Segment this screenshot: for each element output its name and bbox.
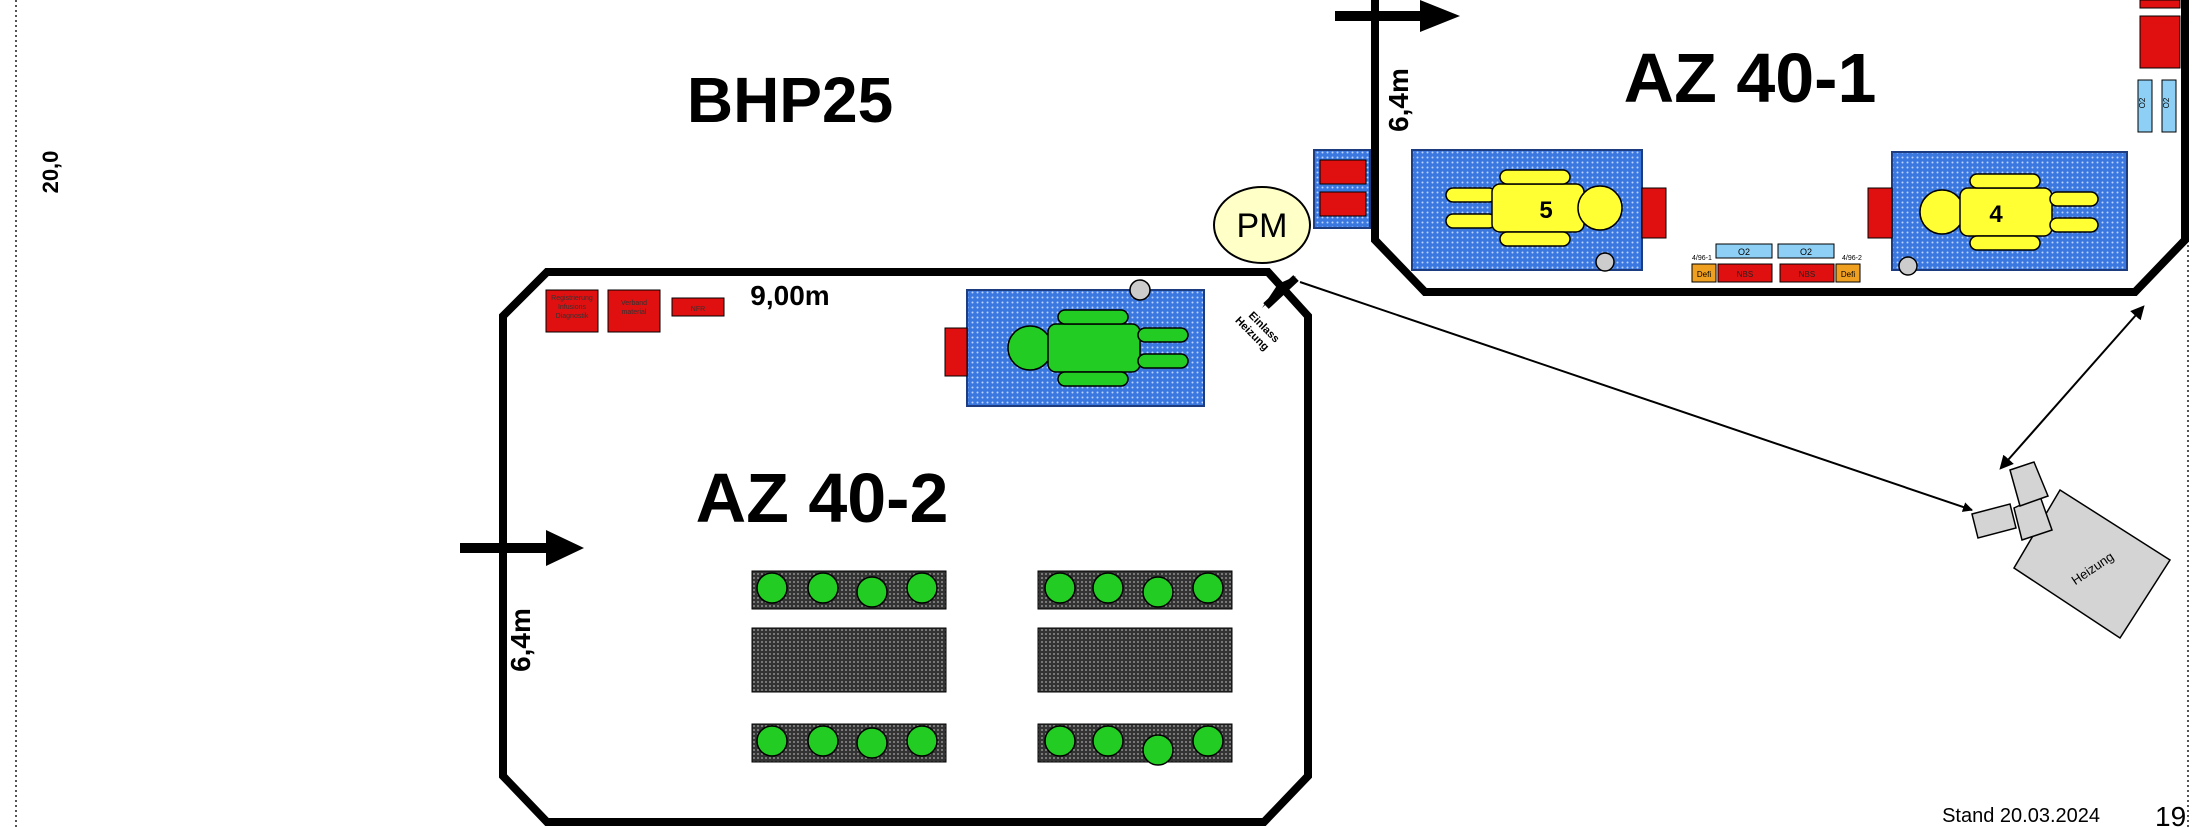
nbs-box-left bbox=[1717, 263, 1773, 283]
o2-box-left-label: O2 bbox=[1738, 247, 1750, 257]
o2-box-right-label: O2 bbox=[1800, 247, 1812, 257]
room-az40-2-width: 9,00m bbox=[750, 280, 829, 311]
patient-4: 4 bbox=[1919, 173, 2099, 251]
side-box-mat-left bbox=[1641, 187, 1667, 239]
entry-arrow-head-az40-1 bbox=[1420, 0, 1460, 32]
heater-outlet-3 bbox=[2009, 461, 2049, 507]
defi-right-label: Defi bbox=[1841, 270, 1855, 279]
wall-o2-right-label: O2 bbox=[2162, 97, 2171, 108]
wall-box-top bbox=[2139, 0, 2181, 9]
left-dimension-label: 20,0 bbox=[38, 151, 63, 194]
room-az40-1-wall bbox=[1371, 0, 2189, 296]
red-box-label-3: NFR bbox=[691, 306, 705, 313]
heater-outlet-2 bbox=[1971, 503, 2017, 539]
room-az40-1-dimension: 6,4m bbox=[1383, 68, 1414, 132]
heater-body bbox=[2012, 488, 2172, 640]
o2-box-left bbox=[1715, 243, 1773, 259]
entry-arrow-head-az40-2 bbox=[546, 530, 584, 566]
wall-o2-left bbox=[2137, 79, 2153, 133]
room-az40-1-title: AZ 40-1 bbox=[1624, 39, 1877, 117]
patient-5: 5 bbox=[1445, 169, 1623, 247]
wall-box-red bbox=[2139, 15, 2181, 69]
page-title: BHP25 bbox=[687, 64, 893, 136]
heater-unit: Heizung bbox=[1971, 461, 2172, 640]
stool-left bbox=[1595, 252, 1615, 272]
table-left bbox=[751, 627, 947, 693]
box-nfr bbox=[671, 297, 725, 317]
wall-o2-left-label: O2 bbox=[2138, 97, 2147, 108]
patient-5-number: 5 bbox=[1539, 197, 1552, 224]
pm-marker bbox=[1213, 186, 1311, 264]
stool-right bbox=[1898, 256, 1918, 276]
bench-group-right bbox=[1037, 570, 1233, 766]
room-az40-1: AZ 40-1 6,4m 5 4 bbox=[1335, 0, 2189, 296]
side-box-az40-2 bbox=[944, 327, 968, 377]
connector-box-1 bbox=[1319, 159, 1367, 185]
o2-box-right bbox=[1777, 243, 1835, 259]
defi-left-label: Defi bbox=[1697, 270, 1711, 279]
bench-group-left bbox=[751, 570, 947, 763]
defi-box-right bbox=[1835, 263, 1861, 283]
patient-green bbox=[1007, 309, 1189, 387]
entry-label-line1: EinlassHeizung bbox=[1232, 305, 1281, 354]
box-verbandmaterial bbox=[607, 289, 661, 333]
o2-code-right: 4/96-2 bbox=[1842, 255, 1862, 262]
nbs-left-label: NBS bbox=[1737, 270, 1753, 279]
room-az40-2-height: 6,4m bbox=[505, 608, 536, 672]
stool-az40-2 bbox=[1129, 279, 1151, 301]
page-number: 19 bbox=[2155, 801, 2186, 827]
box-registrierung bbox=[545, 289, 599, 333]
footer-date: Stand 20.03.2024 bbox=[1942, 805, 2100, 827]
nbs-right-label: NBS bbox=[1799, 270, 1815, 279]
room-az40-2-title: AZ 40-2 bbox=[696, 459, 949, 537]
o2-code-left: 4/96-1 bbox=[1692, 255, 1712, 262]
duct-arrow-shaft bbox=[1263, 275, 1299, 309]
pm-label: PM bbox=[1237, 207, 1288, 245]
table-right bbox=[1037, 627, 1233, 693]
defi-box-left bbox=[1691, 263, 1717, 283]
side-box-mat-right bbox=[1867, 187, 1893, 239]
room-az40-2: AZ 40-2 9,00m 6,4m bbox=[460, 268, 1312, 826]
heating-duct-line bbox=[1299, 281, 1973, 512]
wall-o2-right bbox=[2161, 79, 2177, 133]
patient-4-number: 4 bbox=[1989, 201, 2003, 228]
nbs-box-right bbox=[1779, 263, 1835, 283]
connector-box-2 bbox=[1319, 191, 1367, 217]
double-arrow bbox=[1999, 305, 2145, 470]
